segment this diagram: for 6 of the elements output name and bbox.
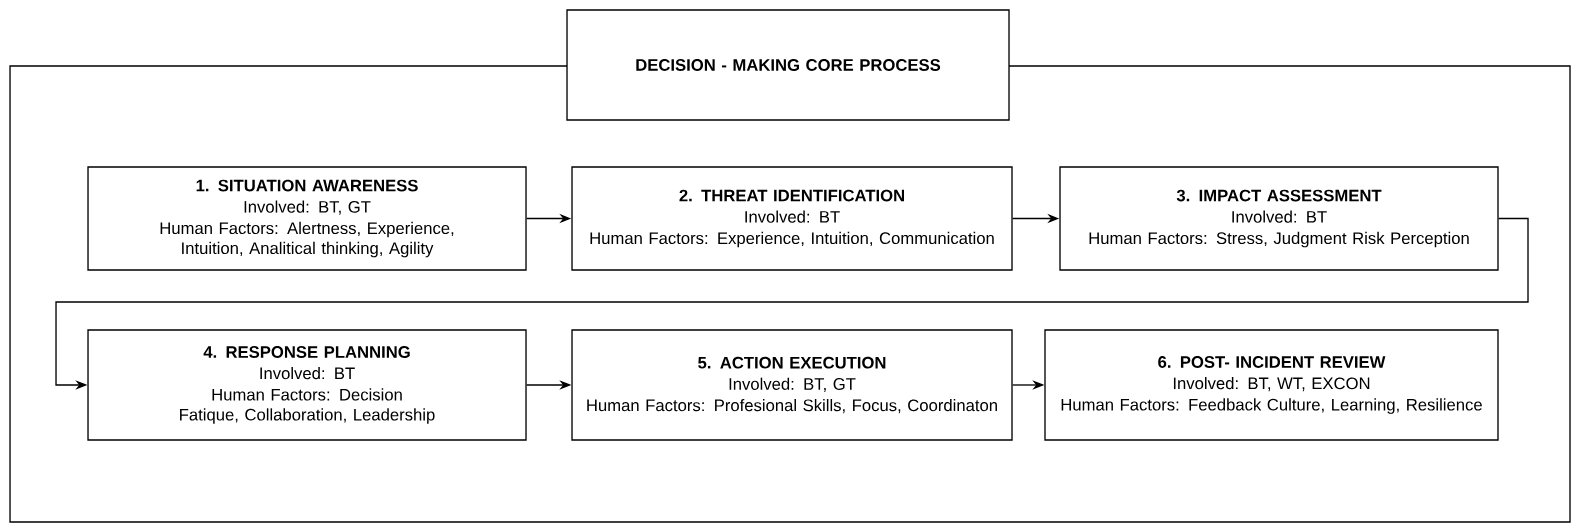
process-box: 3. IMPACT ASSESSMENT Involved: BT Human Factors: Stress, Judgment Risk Perception xyxy=(1059,166,1499,271)
process-box: 6. POST- INCIDENT REVIEW Involved: BT, WT, EXCON Human Factors: Feedback Culture, Learning, Resilience xyxy=(1044,329,1499,441)
process-box: 4. RESPONSE PLANNING Involved: BT Human Factors: Decision Fatique, Collaboration, Leadership xyxy=(87,329,527,441)
process-box: 1. SITUATION AWARENESS Involved: BT, GT Human Factors: Alertness, Experience, Intuition, Analitical thinking, Agility xyxy=(87,166,527,271)
process-box: 5. ACTION EXECUTION Involved: BT, GT Human Factors: Profesional Skills, Focus, Coordinaton xyxy=(571,329,1013,441)
process-box: 2. THREAT IDENTIFICATION Involved: BT Human Factors: Experience, Intuition, Communication xyxy=(571,166,1013,271)
